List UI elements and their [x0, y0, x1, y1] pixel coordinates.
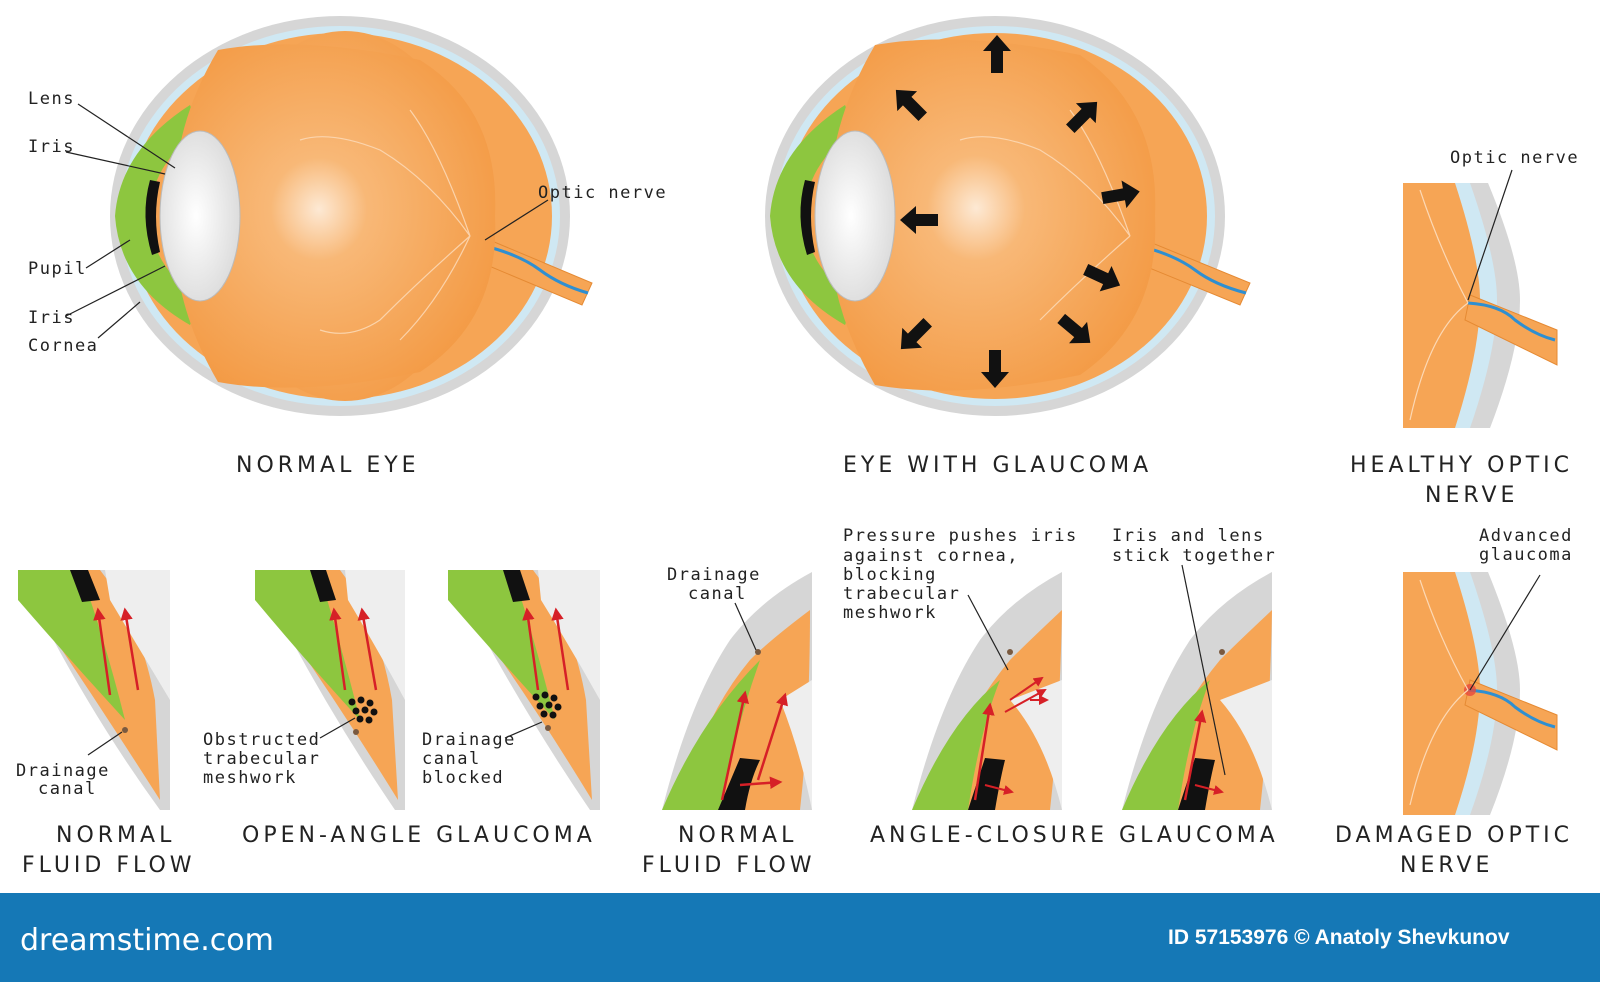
label-iris-upper: Iris: [28, 137, 75, 157]
label-stick-together-line2: stick together: [1112, 546, 1276, 566]
label-drainage-blocked-line2: canal: [422, 749, 481, 769]
normal-flow-right-illustration: [662, 572, 812, 810]
label-drainage-blocked-line1: Drainage: [422, 730, 516, 750]
pressure-leader: [967, 594, 1009, 671]
label-iris-lower: Iris: [28, 308, 75, 328]
caption-healthy-optic-nerve-line1: HEALTHY OPTIC: [1350, 453, 1573, 478]
pressure-arrow-left: [900, 206, 938, 234]
normal-eye-illustration: [110, 16, 593, 416]
glaucoma-eye-illustration: [765, 16, 1251, 416]
pressure-arrows: [895, 35, 1140, 388]
pressure-arrow-right: [1101, 180, 1140, 209]
normal-eye-leader-lines: [65, 103, 549, 339]
pressure-arrow-up-left: [895, 89, 927, 121]
label-pupil: Pupil: [28, 259, 87, 279]
obstructed-leader: [319, 717, 356, 739]
label-stick-together-line1: Iris and lens: [1112, 526, 1265, 546]
caption-normal-eye: NORMAL EYE: [236, 453, 420, 478]
damaged-optic-nerve-illustration: [1403, 572, 1558, 815]
label-drainage-left-line2: canal: [38, 779, 97, 799]
label-drainage-blocked-line3: blocked: [422, 768, 504, 788]
label-obstructed-line3: meshwork: [203, 768, 297, 788]
caption-damaged-optic-nerve-line1: DAMAGED OPTIC: [1335, 823, 1573, 848]
advanced-glaucoma-leader: [1469, 574, 1541, 691]
caption-normal-flow-left-line2: FLUID FLOW: [22, 853, 196, 878]
label-pressure-line1: Pressure pushes iris: [843, 526, 1078, 546]
drainage-blocked-leader: [504, 721, 543, 739]
label-advanced-line2: glaucoma: [1479, 545, 1573, 565]
label-obstructed-line2: trabecular: [203, 749, 320, 769]
caption-normal-flow-left-line1: NORMAL: [56, 823, 175, 848]
caption-eye-with-glaucoma: EYE WITH GLAUCOMA: [843, 453, 1152, 478]
caption-open-angle-glaucoma: OPEN-ANGLE GLAUCOMA: [242, 823, 596, 848]
label-advanced-line1: Advanced: [1479, 526, 1573, 546]
caption-normal-flow-right-line1: NORMAL: [678, 823, 797, 848]
label-drainage-right-line2: canal: [688, 584, 747, 604]
angle-closure-panel-a: [912, 572, 1062, 810]
caption-angle-closure-glaucoma: ANGLE-CLOSURE GLAUCOMA: [870, 823, 1279, 848]
stick-together-leader: [1181, 564, 1226, 776]
pressure-arrow-right-down: [1083, 263, 1121, 292]
angle-closure-panel-b: [1122, 572, 1272, 810]
caption-damaged-optic-nerve-line2: NERVE: [1400, 853, 1493, 878]
pressure-arrow-up: [983, 35, 1011, 73]
drainage-right-leader: [734, 602, 757, 651]
label-drainage-left-line1: Drainage: [16, 761, 110, 781]
label-pressure-line4: trabecular: [843, 584, 960, 604]
footer-credit: ID 57153976 © Anatoly Shevkunov: [1168, 926, 1510, 949]
label-optic-nerve: Optic nerve: [538, 183, 667, 203]
normal-flow-left-illustration: [18, 570, 170, 810]
footer-bar: [0, 893, 1600, 982]
open-angle-panel-b: [448, 570, 600, 810]
healthy-nerve-leader: [1467, 169, 1513, 301]
label-lens: Lens: [28, 89, 75, 109]
caption-healthy-optic-nerve-line2: NERVE: [1425, 483, 1518, 508]
label-pressure-line2: against cornea,: [843, 546, 1019, 566]
drainage-left-leader: [87, 731, 123, 756]
pressure-arrow-down-right: [1057, 313, 1091, 344]
open-angle-panel-a: [255, 570, 405, 810]
label-pressure-line5: meshwork: [843, 603, 937, 623]
pressure-arrow-down-left: [900, 318, 932, 350]
label-obstructed-line1: Obstructed: [203, 730, 320, 750]
caption-normal-flow-right-line2: FLUID FLOW: [642, 853, 816, 878]
label-cornea: Cornea: [28, 336, 98, 356]
label-drainage-right-line1: Drainage: [667, 565, 761, 585]
label-healthy-optic-nerve: Optic nerve: [1450, 148, 1579, 168]
footer-brand[interactable]: dreamstime.com: [20, 923, 274, 958]
healthy-optic-nerve-illustration: [1403, 183, 1558, 428]
pressure-arrow-up-right: [1066, 101, 1098, 133]
pressure-arrow-down: [981, 350, 1009, 388]
label-pressure-line3: blocking: [843, 565, 937, 585]
